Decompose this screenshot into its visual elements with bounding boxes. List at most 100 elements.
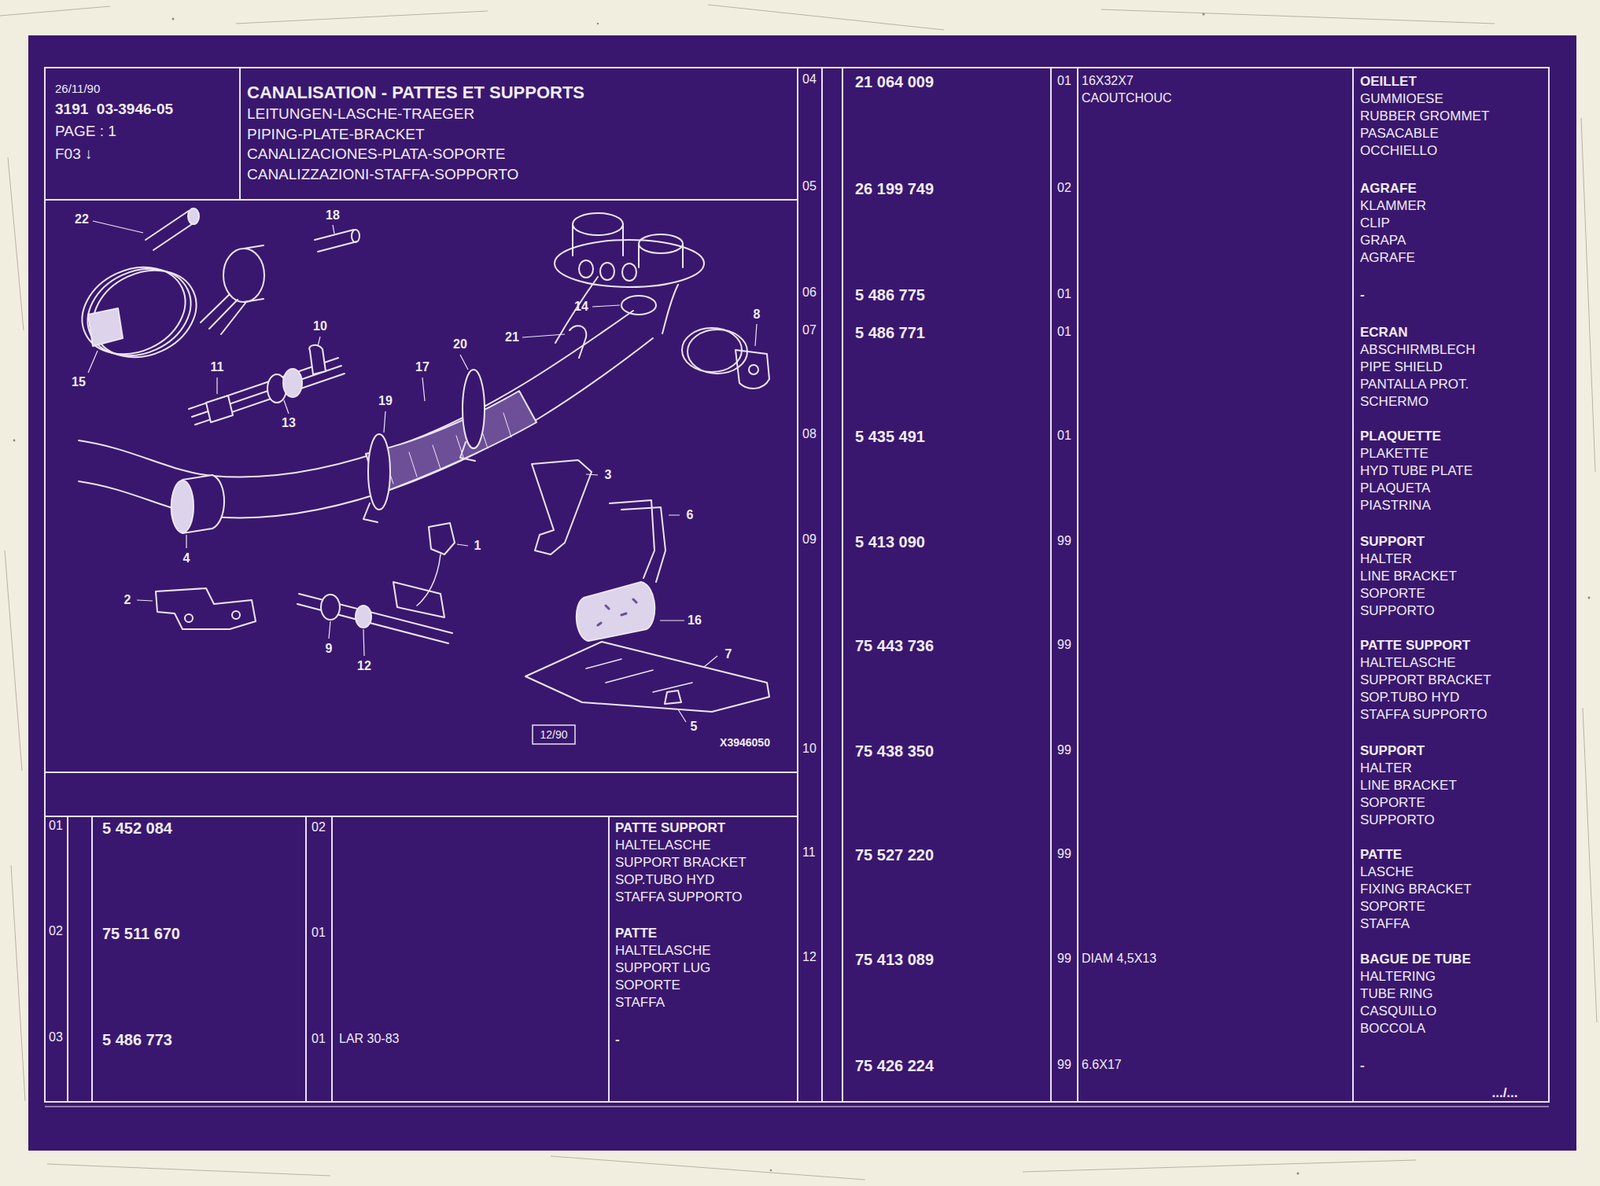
header-text: 3191 03-3946-05 xyxy=(55,98,181,121)
description-line: GUMMIOESE xyxy=(1360,90,1444,108)
quantity: 99 xyxy=(1057,636,1072,654)
item-index: 09 xyxy=(802,530,817,549)
description-line: STAFFA SUPPORTO xyxy=(1360,706,1488,724)
description-line: SCHERMO xyxy=(1360,393,1429,411)
main-pipe xyxy=(78,310,653,518)
description-line: BOCCOLA xyxy=(1360,1020,1426,1038)
pipe-shield xyxy=(365,390,537,495)
header-reference-box: 26/11/903191 03-3946-05PAGE : 1F03 ↓ xyxy=(55,78,181,170)
description-line: PLAKETTE xyxy=(1360,445,1429,463)
part-number: 75 426 224 xyxy=(855,1057,934,1075)
description-line: HALTERING xyxy=(1360,968,1436,986)
description-line: PLAQUETA xyxy=(1360,479,1431,498)
quantity: 01 xyxy=(311,1030,326,1048)
callout-number: 16 xyxy=(687,611,702,630)
header-text: PIPING-PLATE-BRACKET xyxy=(247,124,526,145)
item-index: 10 xyxy=(802,740,817,758)
header-title-box: LEITUNGEN-LASCHE-TRAEGERPIPING-PLATE-BRA… xyxy=(247,103,526,188)
part-number: 5 435 491 xyxy=(855,427,926,446)
callout-number: 5 xyxy=(690,718,698,736)
part-number: 75 443 736 xyxy=(855,637,934,655)
item-index: 12 xyxy=(802,948,817,966)
date-stamp-box xyxy=(532,725,576,745)
description-line: SOP.TUBO HYD xyxy=(1360,689,1460,707)
callout-number: 21 xyxy=(505,328,520,347)
continuation-mark: .../... xyxy=(1491,1084,1518,1103)
description-line: SOPORTE xyxy=(615,976,681,995)
header-text: PAGE : 1 xyxy=(55,120,181,143)
description-line: PANTALLA PROT. xyxy=(1360,376,1469,394)
part-number: 21 064 009 xyxy=(855,73,934,91)
pipe-coil xyxy=(73,252,205,373)
description-line: TUBE RING xyxy=(1360,985,1434,1003)
fiche-panel xyxy=(28,35,1577,1151)
lower-pipes xyxy=(297,593,453,644)
clamp-tab xyxy=(460,442,476,461)
description-line: OCCHIELLO xyxy=(1360,142,1438,160)
callout-number: 11 xyxy=(210,358,225,377)
film-scratches xyxy=(0,4,1597,1180)
right-frame xyxy=(797,67,1549,1103)
description-line: HALTELASCHE xyxy=(615,942,712,960)
speck xyxy=(172,18,175,21)
description-line: AGRAFE xyxy=(1360,249,1416,267)
drawing-reference: X3946050 xyxy=(719,733,771,752)
description-heading: PLAQUETTE xyxy=(1360,427,1442,446)
part-number: 5 413 090 xyxy=(855,533,926,551)
description-line: SUPPORTO xyxy=(1360,811,1435,830)
coil-sleeve xyxy=(88,308,123,347)
scratch xyxy=(0,4,1597,1180)
quantity: 99 xyxy=(1057,845,1072,863)
callout-number: 2 xyxy=(124,591,132,609)
hose-sleeve xyxy=(576,582,655,642)
callout-number: 20 xyxy=(453,335,468,354)
description-heading: PATTE xyxy=(615,925,657,943)
header-text: 26/11/90 xyxy=(55,78,181,99)
pipe-coil xyxy=(67,250,200,371)
description-heading: PATTE SUPPORT xyxy=(615,819,726,837)
rubber-sleeve xyxy=(171,475,225,534)
callout-number: 15 xyxy=(71,373,86,391)
grommet-coil xyxy=(687,329,748,374)
description-line: HALTER xyxy=(1360,759,1412,778)
part-number: 5 486 775 xyxy=(855,286,926,304)
callout-number: 3 xyxy=(604,466,612,484)
callout-number: 14 xyxy=(574,298,589,316)
film-specks xyxy=(13,12,1591,1175)
header-text: LEITUNGEN-LASCHE-TRAEGER xyxy=(247,103,526,125)
table-frame xyxy=(44,67,1549,1107)
quantity: 99 xyxy=(1057,950,1072,968)
rubber-sleeve-end xyxy=(171,480,194,533)
illustration xyxy=(67,208,770,712)
quantity: 99 xyxy=(1057,532,1072,550)
clamp-ring xyxy=(462,369,485,449)
tube-ring xyxy=(355,605,372,628)
clip xyxy=(428,523,455,555)
item-index: 01 xyxy=(48,817,63,835)
callout-number: 9 xyxy=(325,640,333,658)
part-number: 75 413 089 xyxy=(855,951,934,969)
part-number: 75 511 670 xyxy=(102,925,181,943)
quantity: 02 xyxy=(1057,179,1072,197)
callout-number: 22 xyxy=(74,210,89,229)
plate-bracket xyxy=(735,350,770,389)
description-line: LASCHE xyxy=(1360,863,1414,882)
manifold-port xyxy=(638,234,683,254)
lug-hole xyxy=(232,611,240,620)
bottom-rule xyxy=(44,1106,1549,1108)
description-line: SUPPORTO xyxy=(1360,602,1435,620)
quantity: 02 xyxy=(311,818,326,837)
part-note: 6.6X17 xyxy=(1081,1056,1122,1074)
description-line: FIXING BRACKET xyxy=(1360,881,1472,899)
description-line: PASACABLE xyxy=(1360,125,1439,143)
description-line: CLIP xyxy=(1360,214,1390,233)
description-line: CASQUILLO xyxy=(1360,1002,1437,1021)
description-heading: - xyxy=(1360,286,1365,304)
description-line: STAFFA xyxy=(615,994,665,1012)
description-heading: - xyxy=(1360,1057,1365,1075)
callout-number: 4 xyxy=(183,549,191,568)
shield-texture xyxy=(385,412,512,484)
description-line: PIPE SHIELD xyxy=(1360,358,1443,377)
description-line: SOPORTE xyxy=(1360,898,1426,916)
description-line: HALTELASCHE xyxy=(1360,654,1457,672)
